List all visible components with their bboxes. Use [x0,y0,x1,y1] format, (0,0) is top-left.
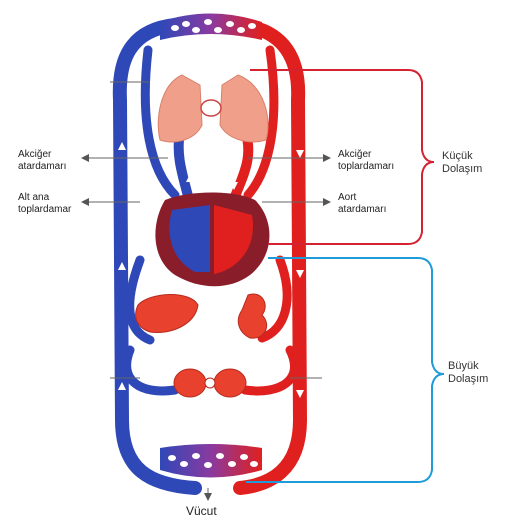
left-kidney [174,369,206,397]
label-small-circulation-line1: Küçük [442,150,482,163]
label-aorta: Aort atardamarı [338,192,386,216]
kidneys [174,369,246,397]
label-vena-cava-line1: Alt ana [18,192,71,204]
label-aorta-line1: Aort [338,192,386,204]
right-lung [220,75,268,142]
label-pulmonary-vein-line2: toplardamarı [338,161,394,173]
label-vena-cava: Alt ana toplardamar [18,192,71,216]
label-pulmonary-artery: Akciğer atardamarı [18,149,66,173]
label-vena-cava-line2: toplardamar [18,204,71,216]
body-capillary-network [160,444,262,478]
label-large-circulation-line1: Büyük [448,360,488,373]
lungs [158,75,268,142]
label-pulmonary-vein-line1: Akciğer [338,149,394,161]
label-small-circulation: Küçük Dolaşım [442,150,482,176]
label-aorta-line2: atardamarı [338,204,386,216]
lung-capillary-network [160,14,262,41]
label-large-circulation: Büyük Dolaşım [448,360,488,386]
label-pulmonary-vein: Akciğer toplardamarı [338,149,394,173]
label-large-circulation-line2: Dolaşım [448,373,488,386]
label-body: Vücut [186,505,217,517]
label-pulmonary-artery-line2: atardamarı [18,161,66,173]
large-circulation-bracket [246,258,444,482]
stomach [238,294,266,338]
label-pulmonary-artery-line1: Akciğer [18,149,66,161]
heart [155,193,269,287]
label-small-circulation-line2: Dolaşım [442,163,482,176]
left-lung [158,75,202,142]
right-kidney [214,369,246,397]
